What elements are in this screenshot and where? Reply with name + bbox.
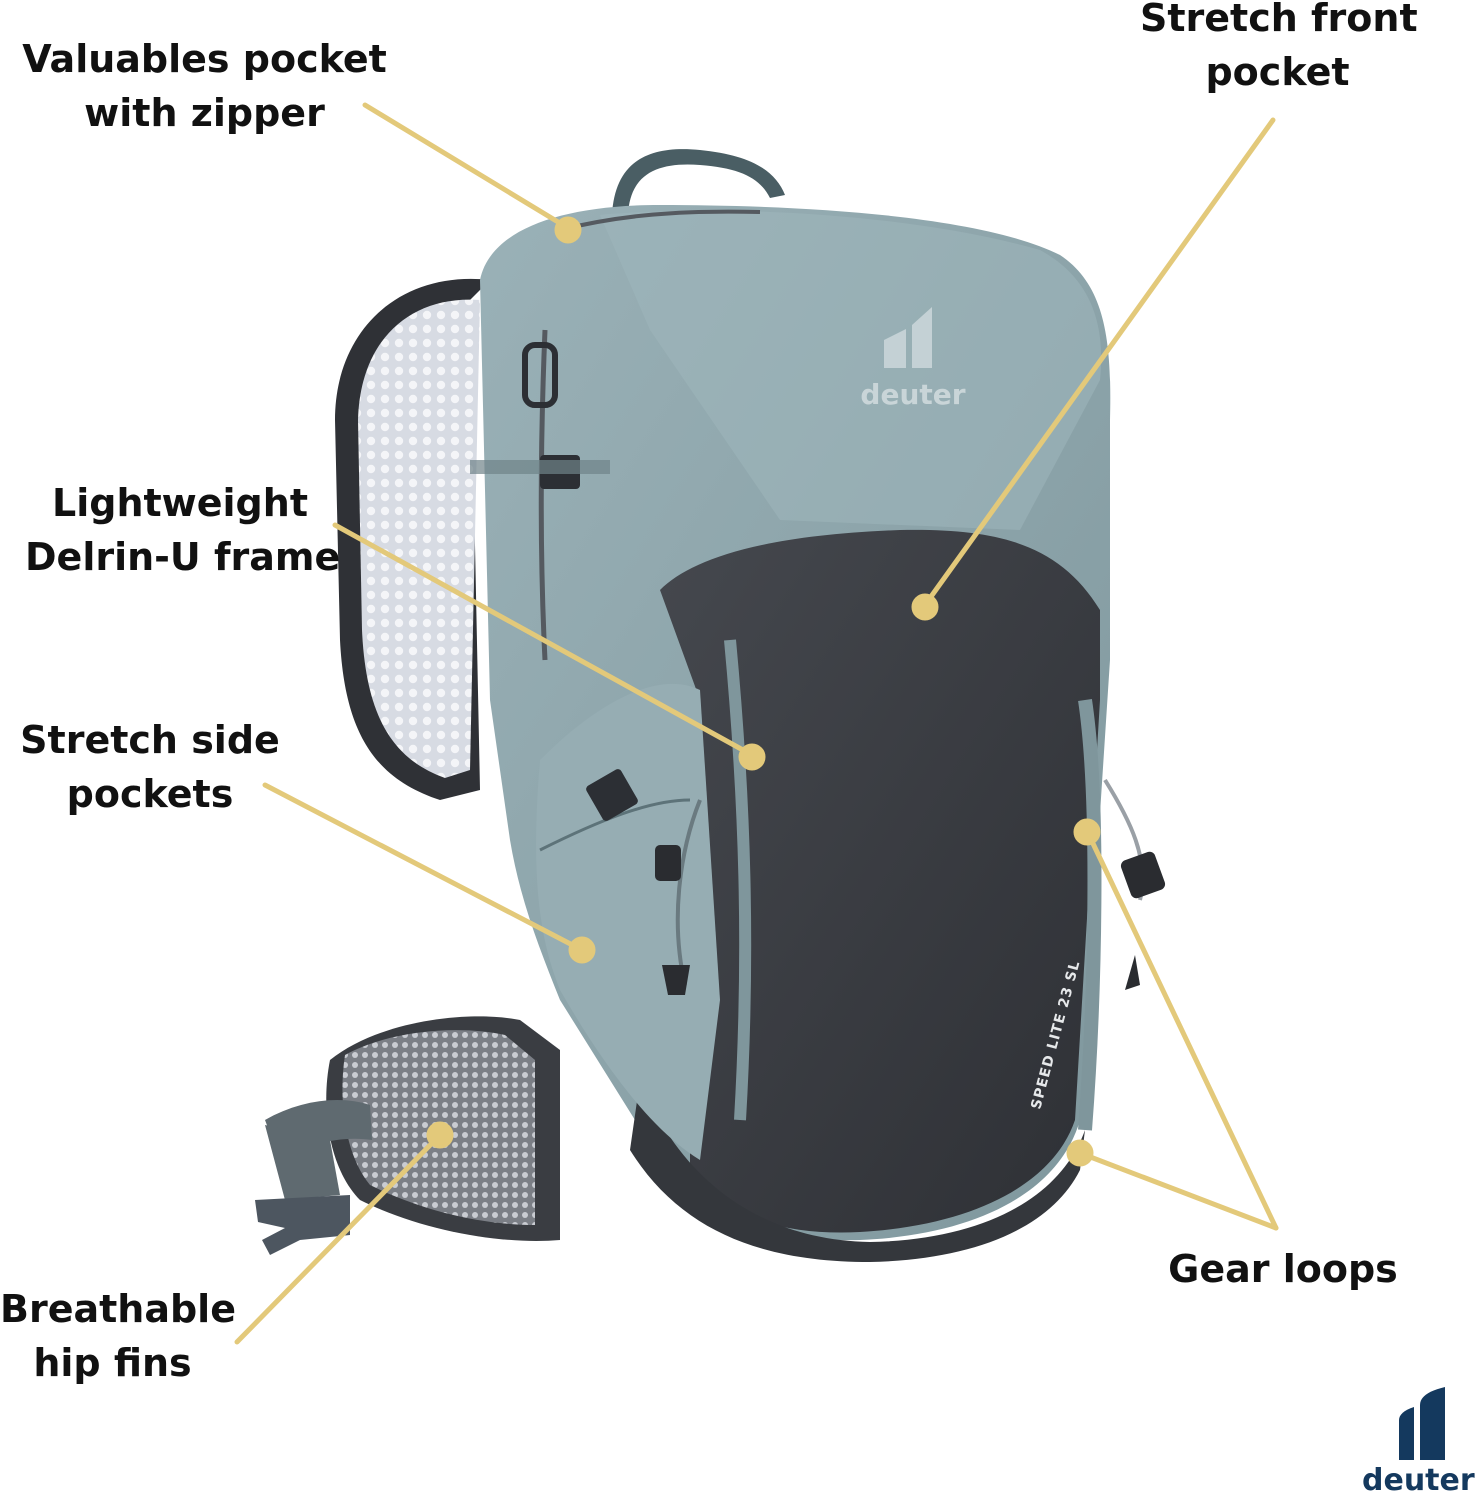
front-pocket — [660, 529, 1100, 1233]
callout-lines — [234, 102, 1279, 1345]
shoulder-strap — [335, 278, 490, 800]
bag-logo-text: deuter — [860, 378, 965, 411]
callout-stretch-front-pocket: Stretch front pocket — [1140, 0, 1418, 94]
callout-valuables-pocket: Valuables pocket with zipper — [22, 37, 387, 135]
callout-gear-loops: Gear loops — [1168, 1247, 1398, 1291]
brand-name: deuter — [1362, 1463, 1475, 1498]
top-handle — [612, 149, 785, 215]
side-pocket — [536, 683, 720, 1160]
brand-logo: deuter — [1362, 1385, 1478, 1500]
bag-logo-icon — [884, 307, 932, 368]
callout-breathable-hip-fins: Breathable hip fins — [0, 1287, 236, 1385]
callout-stretch-side-pockets: Stretch side pockets — [20, 718, 280, 816]
hip-fin — [255, 1016, 560, 1255]
callout-delrin-frame: Lightweight Delrin-U frame — [25, 481, 341, 579]
deuter-logo-icon — [1399, 1387, 1445, 1460]
